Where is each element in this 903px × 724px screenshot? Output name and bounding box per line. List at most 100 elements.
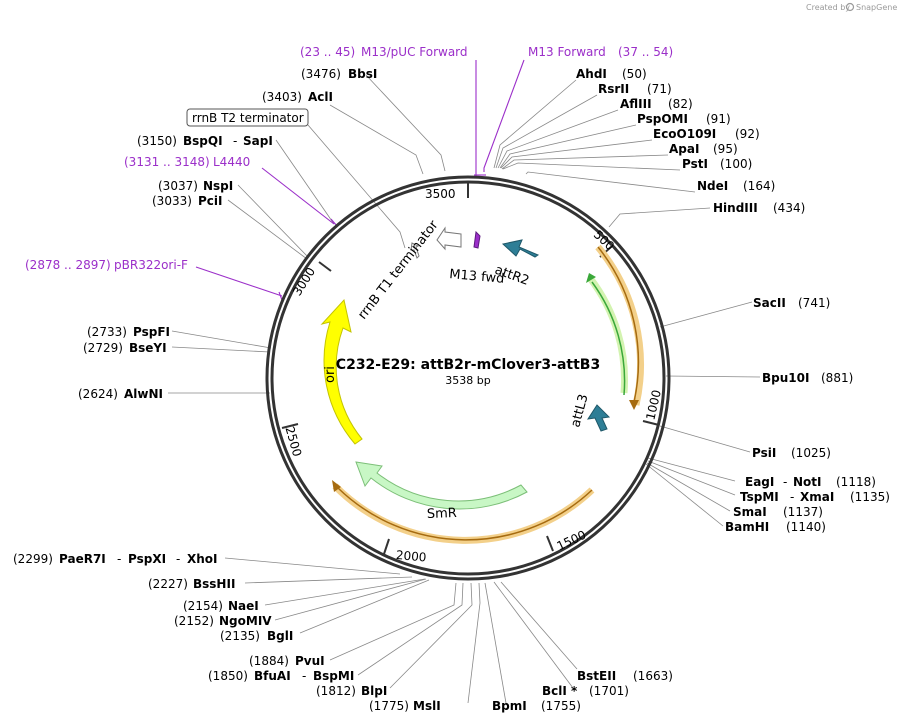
green-orf-arrowhead [586,273,596,283]
site-pos: (2733) [87,325,127,339]
primer-name: L4440 [213,155,250,169]
site-name: SmaI [733,505,767,519]
site-pos: (2624) [78,387,118,401]
site-name: EagI [745,475,774,489]
ori-arrow [320,298,363,445]
site-name: AhdI [576,67,607,81]
site-pos: (1812) [316,684,356,698]
primer-name: M13 Forward [528,45,606,59]
site-pos: (91) [706,112,731,126]
site-pos: (50) [622,67,647,81]
rrnb-t2-box [186,108,309,127]
backbone-outer [265,175,671,581]
site-name: AlwNI [124,387,163,401]
site-pos: (1775) [369,699,409,713]
site-name: BamHI [725,520,769,534]
site-name: EcoO109I [653,127,716,141]
sites-bottom: BstEII (1663) BclI * (1701) BpmI (1755) … [208,654,673,713]
site-pos: (1663) [633,669,673,683]
green-orf-arc [587,275,629,394]
site-pos: (164) [743,179,775,193]
primer-range: (3131 .. 3148) [124,155,210,169]
site-pos: (100) [720,157,752,171]
orf-arc-lower [332,483,595,544]
site-name: BglI [267,629,293,643]
orf-arc-lower-line [337,487,593,541]
site-name: PstI [682,157,708,171]
green-orf-arc-line [591,281,626,396]
site-sep: - [117,552,121,566]
site-pos: (1135) [850,490,890,504]
site-name: AflIII [620,97,652,111]
site-name: BbsI [348,67,377,81]
site-name: SapI [243,134,273,148]
site-name: BpmI [492,699,527,713]
site-name: BspMI [313,669,354,683]
site-pos: (881) [821,371,853,385]
tick-label: 3000 [290,265,318,298]
site-pos: (3476) [301,67,341,81]
rrnb-t1-arrow [436,226,462,251]
site-pos: (3037) [158,179,198,193]
site-pos: (2152) [174,614,214,628]
site-name: XmaI [800,490,834,504]
tick-label: 2000 [395,548,427,565]
orf-arc-upper-line [597,246,640,403]
site-pos: (3033) [152,194,192,208]
feature-label-rrnb-t1: rrnB T1 terminator [355,217,442,322]
site-pos: (1137) [783,505,823,519]
site-name: XhoI [187,552,218,566]
site-name: NaeI [228,599,259,613]
site-pos: (3150) [137,134,177,148]
site-sep: - [302,669,306,683]
tick-label: 1000 [643,388,664,421]
site-name: RsrII [598,82,629,96]
site-name: BclI * [542,684,578,698]
site-name: NotI [793,475,822,489]
site-name: NdeI [697,179,728,193]
tick-label: 3500 [425,187,456,201]
site-pos: (2135) [220,629,260,643]
site-name: TspMI [740,490,779,504]
primer-range: (23 .. 45) [300,45,355,59]
tick-marks [281,182,660,555]
snapgene-logo-icon [845,2,855,12]
site-pos: (434) [773,201,805,215]
created-by-text: Created by [806,3,850,12]
feature-label-m13-fwd: M13 fwd [449,267,505,287]
site-pos: (1701) [589,684,629,698]
site-name: ApaI [669,142,699,156]
site-name: PsiI [752,446,776,460]
primer-range: (2878 .. 2897) [25,258,111,272]
site-sep: - [783,475,787,489]
site-name: NspI [203,179,233,193]
primer-name: M13/pUC Forward [361,45,468,59]
attL3-arrow [586,404,611,432]
site-pos: (1755) [541,699,581,713]
site-pos: (2299) [13,552,53,566]
primer-range: (37 .. 54) [618,45,673,59]
site-name: BlpI [361,684,387,698]
site-pos: (2227) [148,577,188,591]
rrnb-t2-label: rrnB T2 terminator [192,111,304,125]
site-name: PaeR7I [59,552,106,566]
site-name: PspOMI [637,112,688,126]
feature-label-attl3: attL3 [568,393,591,429]
plasmid-name: C232-E29: attB2r-mClover3-attB3 [336,357,600,373]
features [320,226,644,544]
leader-lines [168,74,761,704]
site-sep: - [176,552,180,566]
site-pos: (2729) [83,341,123,355]
m13-fwd-marker [473,230,481,249]
site-pos: (1025) [791,446,831,460]
orf-arrowhead [629,400,639,410]
feature-label-smr: SmR [427,506,457,522]
site-pos: (741) [798,296,830,310]
site-name: MslI [413,699,441,713]
snapgene-brand: SnapGene [856,3,897,12]
site-name: BssHII [193,577,235,591]
site-name: PciI [198,194,223,208]
sites-left: (2135) BglI (2152) NgoMIV (2154) NaeI (2… [13,67,377,643]
site-pos: (1850) [208,669,248,683]
